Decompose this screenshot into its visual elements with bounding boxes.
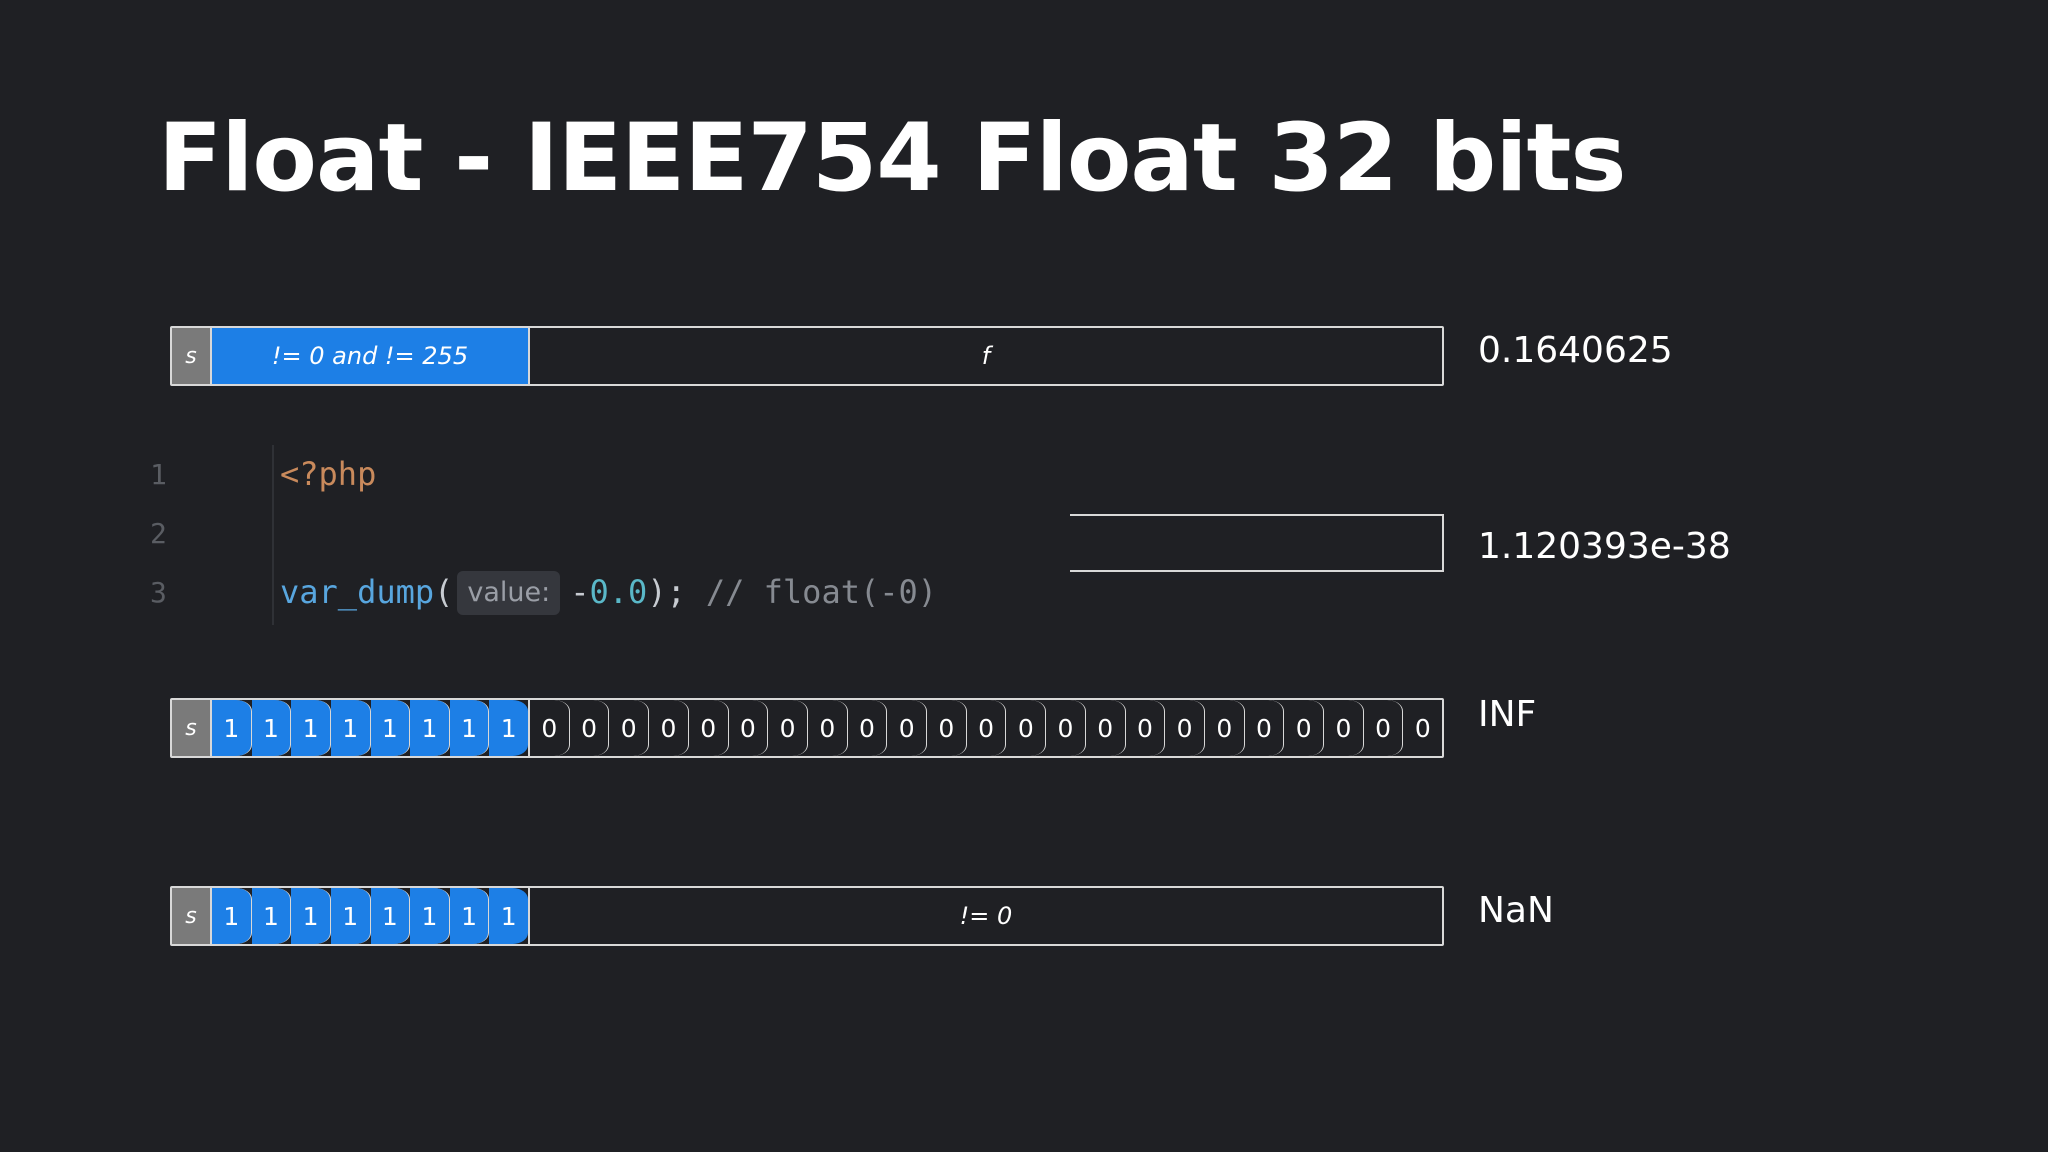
open-paren: ( (434, 573, 454, 611)
fraction-cell: f (530, 328, 1442, 384)
fraction-bit-cell: 0 (609, 700, 650, 756)
code-snippet: 1 2 3 <?php var_dump(value:-0.0); // float(… (150, 445, 1070, 625)
fraction-bit-cell: 0 (927, 700, 967, 756)
sign-bit-cell: s (172, 888, 212, 944)
exponent-bit-cell: 1 (370, 700, 411, 756)
exponent-bit-cell: 1 (330, 700, 371, 756)
inf-value: INF (1478, 694, 1537, 735)
nan-value: NaN (1478, 890, 1554, 931)
exponent-bit-cell: 1 (410, 700, 450, 756)
minus-operator: - (570, 573, 590, 611)
fraction-bit-cell: 0 (728, 700, 769, 756)
exponent-bit-cell: 1 (251, 700, 292, 756)
exponent-bit-cell: 1 (449, 700, 490, 756)
denormal-bitbar-partial (1070, 514, 1444, 572)
exponent-cell: != 0 and != 255 (212, 328, 530, 384)
number-literal: 0.0 (589, 573, 648, 611)
line-number: 2 (150, 517, 167, 550)
sign-bit-cell: s (172, 328, 212, 384)
fraction-bit-cell: 0 (1324, 700, 1364, 756)
exponent-bit-cell: 1 (251, 888, 292, 944)
gutter-divider (272, 445, 274, 625)
fraction-bit-cell: 0 (1085, 700, 1126, 756)
close-paren-semicolon: ); (647, 573, 686, 611)
fraction-bit-cell: 0 (649, 700, 689, 756)
function-name: var_dump (280, 573, 435, 611)
line-number-gutter: 1 2 3 (150, 445, 190, 622)
exponent-bit-cell: 1 (291, 888, 331, 944)
exponent-bit-cell: 1 (489, 700, 528, 756)
exponent-bit-cell: 1 (212, 888, 252, 944)
fraction-bit-cell: 0 (1284, 700, 1325, 756)
fraction-bit-cell: 0 (1046, 700, 1086, 756)
fraction-bit-cell: 0 (1006, 700, 1047, 756)
normal-float-value: 0.1640625 (1478, 330, 1673, 371)
line-number: 1 (150, 458, 167, 491)
exponent-bit-cell: 1 (489, 888, 528, 944)
code-line-3: var_dump(value:-0.0); // float(-0) (280, 563, 937, 622)
fraction-bit-cell: 0 (887, 700, 928, 756)
exponent-bit-cell: 1 (410, 888, 450, 944)
exponent-bit-cell: 1 (330, 888, 371, 944)
fraction-bit-cell: 0 (847, 700, 888, 756)
fraction-bit-cell: 0 (530, 700, 570, 756)
fraction-bit-cell: 0 (768, 700, 808, 756)
fraction-bit-cell: 0 (1125, 700, 1166, 756)
fraction-bit-cell: 0 (966, 700, 1007, 756)
parameter-hint: value: (457, 570, 561, 615)
nan-fraction-cell: != 0 (530, 888, 1442, 944)
fraction-bit-cell: 0 (1165, 700, 1205, 756)
fraction-bit-cell: 0 (1403, 700, 1442, 756)
slide-title: Float - IEEE754 Float 32 bits (158, 104, 1626, 213)
code-line-2 (280, 504, 937, 563)
line-number: 3 (150, 576, 167, 609)
exponent-bit-cell: 1 (370, 888, 411, 944)
code-lines: <?php var_dump(value:-0.0); // float(-0) (280, 445, 937, 622)
fraction-bit-cell: 0 (569, 700, 610, 756)
code-comment: // float(-0) (705, 573, 938, 611)
fraction-bit-cell: 0 (807, 700, 848, 756)
exponent-bit-cell: 1 (449, 888, 490, 944)
fraction-bit-cell: 0 (1244, 700, 1285, 756)
fraction-bit-cell: 0 (1363, 700, 1404, 756)
code-line-1: <?php (280, 445, 937, 504)
fraction-bit-cell: 0 (1204, 700, 1245, 756)
sign-bit-cell: s (172, 700, 212, 756)
normal-float-bitbar: s != 0 and != 255 f (170, 326, 1444, 386)
denormal-float-value: 1.120393e-38 (1478, 526, 1731, 567)
fraction-bit-cell: 0 (688, 700, 729, 756)
php-open-tag: <?php (280, 455, 377, 493)
exponent-bit-cell: 1 (212, 700, 252, 756)
exponent-bit-cell: 1 (291, 700, 331, 756)
